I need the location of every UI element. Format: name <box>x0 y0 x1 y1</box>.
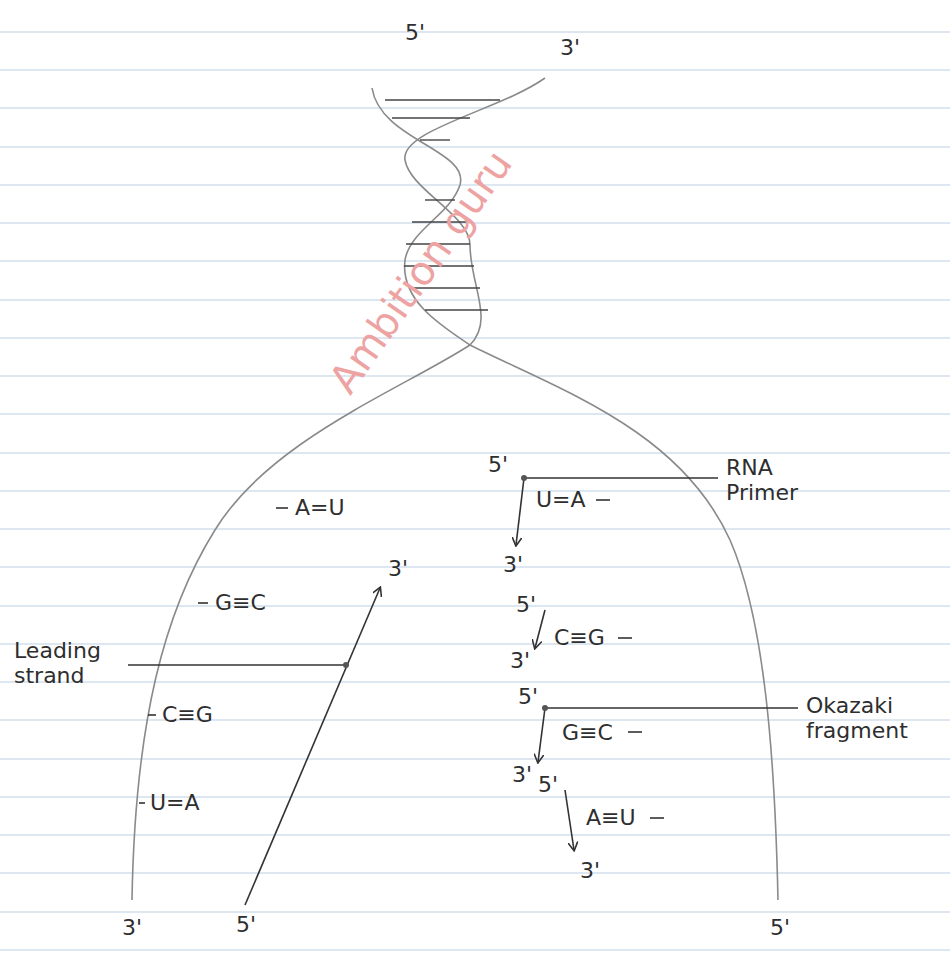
dna-strands <box>132 78 778 900</box>
leader-lines <box>128 478 798 708</box>
end-label: 5' <box>405 20 425 45</box>
end-label: 3' <box>510 648 530 673</box>
end-label: 5' <box>538 772 558 797</box>
fragment-arrow <box>535 610 545 648</box>
base-pair: G≡C <box>562 720 613 745</box>
part-label: Okazaki fragment <box>806 693 936 744</box>
leader-dots <box>343 475 548 711</box>
new-strands <box>245 478 574 905</box>
end-label: 5' <box>516 592 536 617</box>
base-pair: C≡G <box>554 625 605 650</box>
end-label: 5' <box>518 684 538 709</box>
base-pair: A=U <box>295 495 345 520</box>
base-pair: A≡U <box>586 805 636 830</box>
base-pair: U=A <box>150 790 200 815</box>
base-pair: G≡C <box>215 590 266 615</box>
end-label: 3' <box>503 552 523 577</box>
pairing-ticks <box>139 500 664 818</box>
part-label: RNA Primer <box>726 455 826 506</box>
part-label: Leading strand <box>14 638 126 689</box>
end-label: 5' <box>236 912 256 937</box>
watermark: Ambition guru <box>320 142 521 402</box>
base-pair: U=A <box>536 487 586 512</box>
end-label: 3' <box>512 762 532 787</box>
end-label: 5' <box>488 452 508 477</box>
end-label: 3' <box>580 858 600 883</box>
leading-strand-arrow <box>245 588 380 905</box>
fragment-arrow <box>516 478 524 545</box>
fragment-arrow <box>565 790 574 850</box>
end-label: 5' <box>770 915 790 940</box>
notebook-ruling <box>0 32 950 950</box>
fragment-arrow <box>538 708 545 762</box>
end-label: 3' <box>122 915 142 940</box>
end-label: 3' <box>388 556 408 581</box>
base-pair: C≡G <box>162 702 213 727</box>
end-label: 3' <box>560 35 580 60</box>
